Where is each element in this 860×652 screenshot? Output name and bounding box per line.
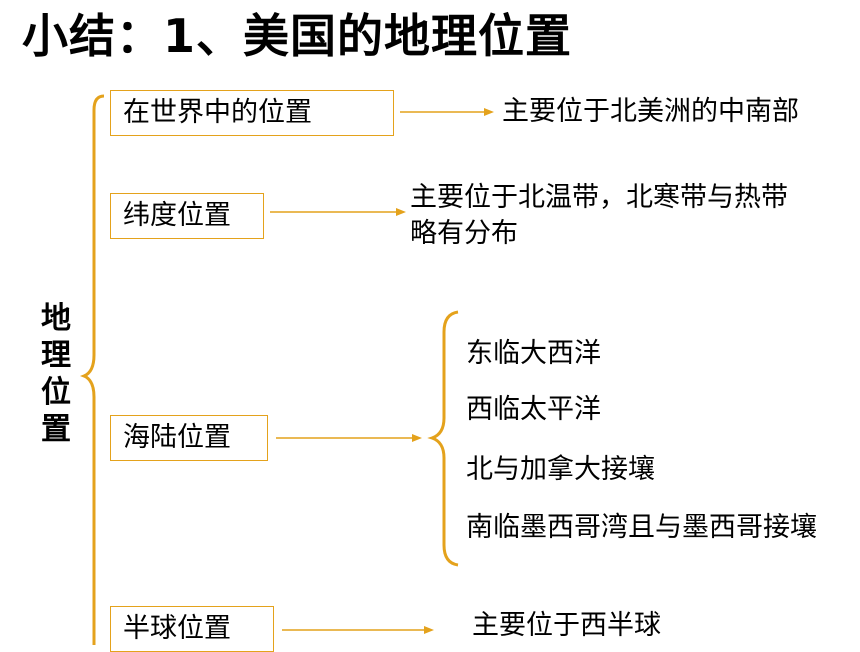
- branch-detail-latitude-line1: 主要位于北温带，北寒带与热带: [410, 182, 788, 213]
- page-title: 小结：1、美国的地理位置: [22, 9, 573, 63]
- sea-land-item-west: 西临太平洋: [466, 394, 601, 425]
- arrowhead-4: [424, 626, 434, 634]
- arrowhead-3: [412, 434, 422, 442]
- branch-box-sea-land-position: 海陆位置: [110, 415, 268, 461]
- main-brace: [79, 94, 105, 645]
- arrowhead-1: [484, 108, 494, 116]
- arrowhead-2: [396, 208, 406, 216]
- sea-land-item-east: 东临大西洋: [466, 338, 601, 369]
- branch-detail-latitude-line2: 略有分布: [410, 218, 518, 249]
- branch-box-hemisphere-position: 半球位置: [110, 606, 274, 652]
- branch-detail-world-position: 主要位于北美洲的中南部: [502, 96, 799, 127]
- sub-brace: [427, 310, 459, 567]
- sea-land-item-north: 北与加拿大接壤: [466, 454, 655, 485]
- root-label: 地理位置: [41, 301, 71, 447]
- branch-box-latitude-position: 纬度位置: [110, 193, 264, 239]
- sea-land-item-south: 南临墨西哥湾且与墨西哥接壤: [466, 512, 817, 543]
- branch-box-world-position: 在世界中的位置: [110, 90, 394, 136]
- branch-detail-hemisphere: 主要位于西半球: [472, 610, 661, 641]
